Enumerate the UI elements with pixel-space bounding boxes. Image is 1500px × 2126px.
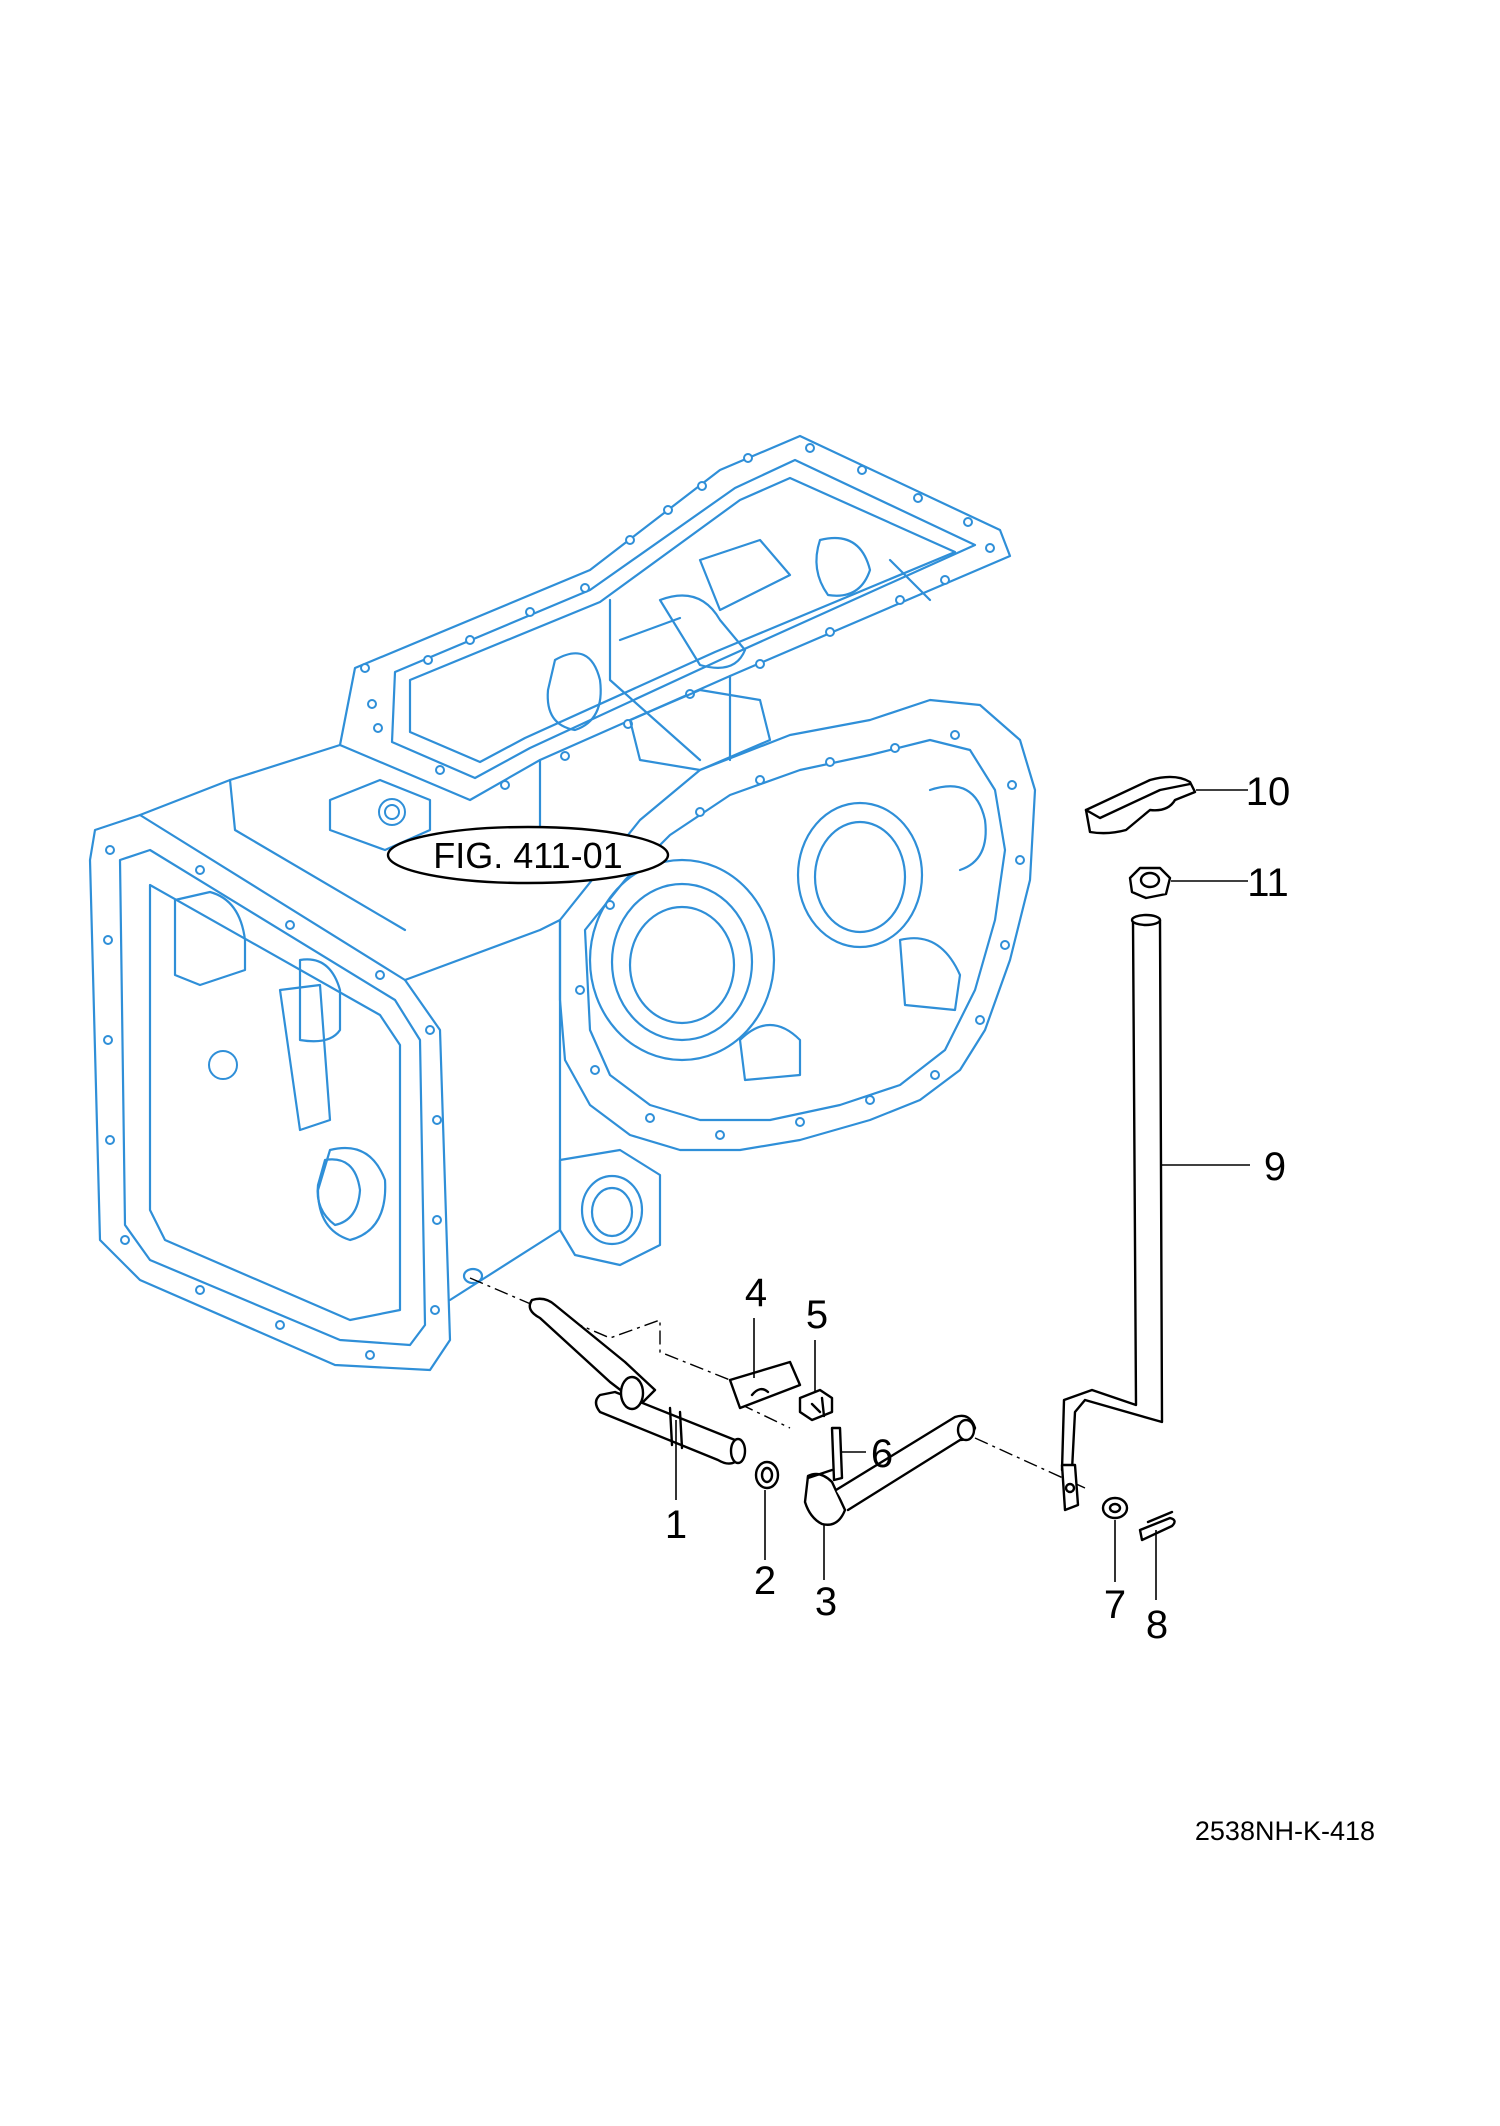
leader-lines (675, 789, 1250, 1600)
callout-3: 3 (815, 1580, 837, 1624)
part-1-shaft[interactable] (528, 1297, 747, 1465)
part-4-lock-plate[interactable] (728, 1360, 802, 1410)
callout-8: 8 (1146, 1603, 1168, 1647)
transmission-housing (88, 434, 1037, 1372)
part-7-washer[interactable] (1101, 1496, 1129, 1520)
callout-7: 7 (1104, 1583, 1126, 1627)
top-flange-bolts (360, 443, 995, 790)
callout-11: 11 (1247, 861, 1289, 905)
callout-numbers: 1 2 3 4 5 6 7 8 9 10 11 (665, 770, 1290, 1647)
callout-6: 6 (871, 1432, 893, 1476)
callout-4: 4 (745, 1271, 767, 1315)
callout-1: 1 (665, 1503, 687, 1547)
callout-9: 9 (1264, 1145, 1286, 1189)
part-6-roll-pin[interactable] (830, 1426, 844, 1482)
part-2-o-ring[interactable] (754, 1460, 780, 1490)
part-8-cotter-pin[interactable] (1138, 1510, 1176, 1542)
part-11-nut[interactable] (1128, 866, 1172, 900)
callout-2: 2 (754, 1559, 776, 1603)
figure-reference-text: FIG. 411-01 (433, 835, 622, 876)
figure-reference-label[interactable]: FIG. 411-01 (386, 825, 670, 885)
callout-5: 5 (806, 1293, 828, 1337)
part-5-bolt[interactable] (798, 1388, 834, 1422)
drawing-number: 2538NH-K-418 (1195, 1816, 1375, 1846)
rear-flange-bolts (575, 730, 1025, 1140)
front-frame-bolts (103, 845, 442, 1360)
part-3-lever-arm[interactable] (803, 1414, 977, 1526)
part-10-knob[interactable] (1084, 775, 1197, 835)
callout-10: 10 (1246, 770, 1291, 814)
part-9-rod[interactable] (1060, 913, 1164, 1512)
